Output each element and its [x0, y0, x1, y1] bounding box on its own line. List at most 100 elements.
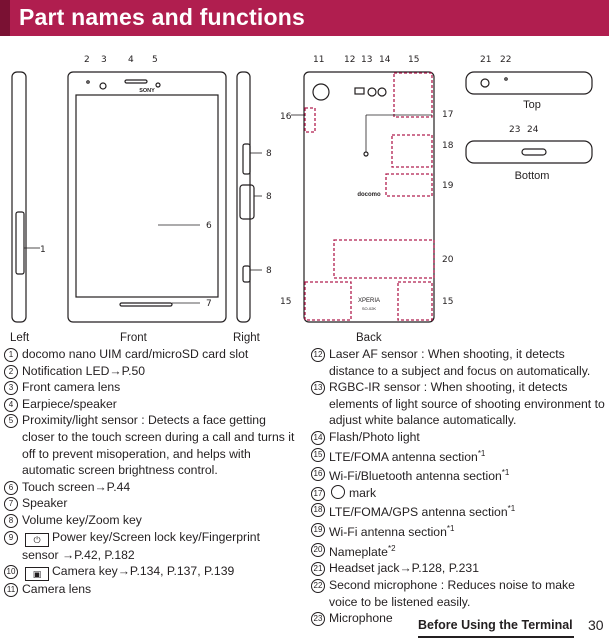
parts-list-right: 12 Laser AF sensor : When shooting, it de… [311, 346, 606, 627]
item-text: Front camera lens [22, 380, 121, 395]
callout-8a: 8 [266, 149, 272, 159]
camera-key [242, 265, 251, 283]
item-text: Touch screen→P.44 [22, 479, 131, 494]
camera-key-icon: ▣ [25, 567, 49, 582]
item-number: 23 [311, 612, 325, 627]
footnote-mark: *1 [501, 468, 510, 478]
device-figure: 1 2 3 4 5 6 7 8 8 8 11 12 13 14 15 16 17… [0, 40, 609, 345]
item-number: 10 [4, 565, 18, 580]
list-item: 10 ▣Camera key→P.134, P.137, P.139 [4, 563, 298, 582]
label-left: Left [10, 332, 30, 344]
list-item: 3 Front camera lens [4, 379, 298, 396]
left-side-view [11, 71, 27, 323]
back-view [303, 71, 435, 323]
callout-7: 7 [206, 299, 212, 309]
callout-18: 18 [442, 141, 454, 151]
callout-21: 21 [480, 55, 491, 65]
touch-screen [75, 94, 219, 298]
item-text: Second microphone : Reduces noise to mak… [329, 578, 575, 609]
footnote-mark: *1 [446, 524, 455, 534]
item-number: 7 [4, 497, 18, 512]
label-top: Top [523, 99, 541, 111]
item-number: 17 [311, 486, 325, 501]
item-number: 15 [311, 447, 325, 462]
item-text: Camera key→P.134, P.137, P.139 [52, 564, 235, 579]
nameplate [333, 239, 435, 279]
list-item: 6 Touch screen→P.44 [4, 479, 298, 496]
laser-af [354, 87, 365, 95]
callout-15b: 15 [280, 297, 291, 307]
item-text: Nameplate [329, 544, 388, 559]
item-number: 21 [311, 562, 325, 577]
list-item: 8 Volume key/Zoom key [4, 512, 298, 529]
item-text: Volume key/Zoom key [22, 512, 142, 527]
item-text: RGBC-IR sensor : When shooting, it detec… [329, 380, 605, 428]
item-number: 14 [311, 430, 325, 445]
item-text: Power key/Screen lock key/Fingerprint se… [22, 529, 260, 562]
card-slot [15, 211, 25, 275]
front-brand: SONY [139, 88, 155, 94]
lte-foma-antenna-top [393, 72, 433, 118]
item-text: Earpiece/speaker [22, 396, 117, 411]
flash [377, 87, 387, 97]
item-text: Laser AF sensor : When shooting, it dete… [329, 347, 591, 378]
item-number: 20 [311, 542, 325, 557]
title-bar: Part names and functions [0, 0, 609, 36]
footnote-mark: *2 [387, 543, 396, 553]
callout-5: 5 [152, 55, 158, 65]
item-text: Proximity/light sensor : Detects a face … [22, 413, 295, 478]
callout-12: 12 [344, 55, 355, 65]
wifi-bt-antenna [304, 107, 316, 133]
front-camera-lens [99, 82, 107, 90]
footer-section: Before Using the Terminal [418, 618, 573, 632]
top-view [465, 71, 593, 95]
list-item: 4 Earpiece/speaker [4, 396, 298, 413]
nfc-mark-icon [331, 484, 345, 499]
notification-led [86, 80, 90, 84]
callout-11: 11 [313, 55, 324, 65]
item-number: 3 [4, 381, 18, 396]
item-text: Notification LED→P.50 [22, 363, 146, 378]
back-model: SO-02K [362, 306, 377, 311]
item-number: 6 [4, 480, 18, 495]
back-brand: docomo [357, 192, 381, 198]
footnote-mark: *1 [477, 448, 486, 458]
wifi-antenna [385, 173, 433, 197]
page-number: 30 [588, 617, 604, 633]
page-title: Part names and functions [19, 4, 305, 30]
list-item: 9⏻Power key/Screen lock key/Fingerprint … [4, 529, 298, 564]
item-number: 1 [4, 348, 18, 362]
item-number: 18 [311, 503, 325, 518]
item-number: 2 [4, 364, 18, 379]
callout-15c: 15 [442, 297, 453, 307]
lte-gps-antenna [391, 134, 433, 168]
item-number: 8 [4, 513, 18, 528]
second-mic [504, 77, 508, 81]
rgbc-ir [367, 87, 377, 97]
callout-4: 4 [128, 55, 134, 65]
item-number: 4 [4, 397, 18, 412]
label-right: Right [233, 332, 260, 344]
item-text: Speaker [22, 496, 68, 511]
item-number: 9 [4, 530, 18, 545]
volume-key [242, 143, 251, 175]
list-item: 20 Nameplate*2 [311, 541, 606, 561]
item-number: 12 [311, 348, 325, 362]
item-text: Microphone [329, 611, 393, 626]
lte-foma-antenna-bottom-left [304, 281, 352, 321]
callout-1: 1 [40, 245, 46, 255]
item-number: 22 [311, 579, 325, 594]
right-side-view [236, 71, 251, 323]
proximity-sensor [155, 82, 161, 88]
list-item: 12 Laser AF sensor : When shooting, it de… [311, 346, 606, 379]
